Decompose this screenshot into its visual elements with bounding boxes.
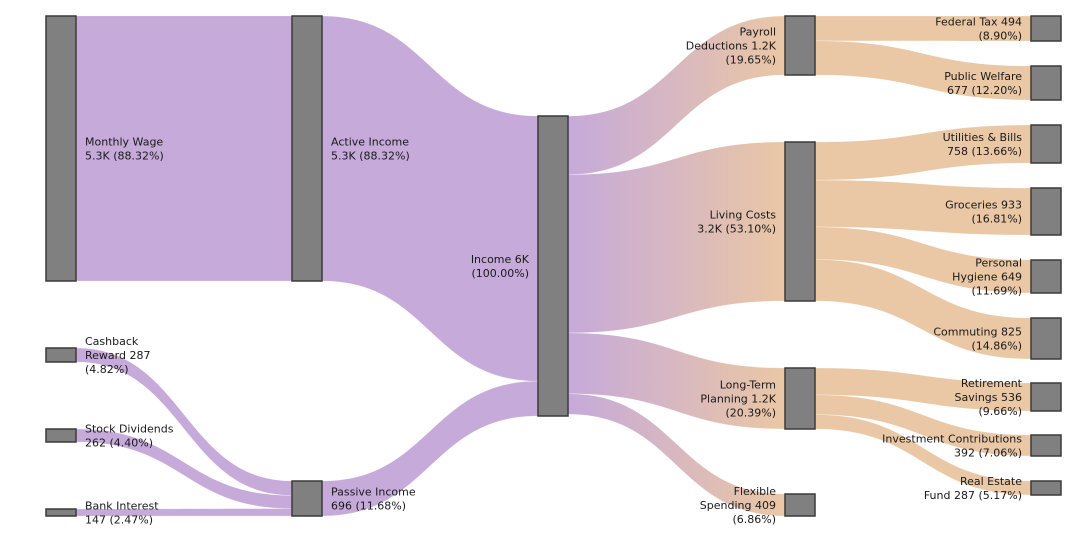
label-retirement-line: Savings 536 bbox=[955, 391, 1022, 404]
node-living[interactable] bbox=[784, 141, 816, 302]
label-investment-line: Investment Contributions bbox=[882, 433, 1022, 446]
label-monthly_wage-line: Monthly Wage bbox=[85, 136, 163, 149]
node-active_income[interactable] bbox=[291, 15, 323, 282]
label-groceries-line: Groceries 933 bbox=[945, 199, 1022, 212]
label-flexible-line: Flexible bbox=[734, 485, 777, 498]
label-public_welfare-line: 677 (12.20%) bbox=[947, 84, 1022, 97]
label-dividends-line: 262 (4.40%) bbox=[85, 437, 153, 450]
label-active_income-line: Active Income bbox=[331, 136, 409, 149]
node-public_welfare[interactable] bbox=[1030, 65, 1062, 101]
node-commuting[interactable] bbox=[1030, 317, 1062, 360]
label-hygiene-line: (11.69%) bbox=[971, 285, 1022, 298]
label-federal_tax: Federal Tax 494(8.90%) bbox=[935, 16, 1022, 43]
label-payroll-line: Payroll bbox=[739, 26, 776, 39]
label-dividends-line: Stock Dividends bbox=[85, 423, 174, 436]
label-utilities-line: 758 (13.66%) bbox=[947, 145, 1022, 158]
label-living-line: Living Costs bbox=[710, 209, 777, 222]
label-real_estate-line: Fund 287 (5.17%) bbox=[924, 489, 1022, 502]
node-payroll[interactable] bbox=[784, 15, 816, 76]
node-retirement[interactable] bbox=[1030, 382, 1062, 412]
label-federal_tax-line: Federal Tax 494 bbox=[935, 16, 1022, 29]
label-longterm-line: (20.39%) bbox=[725, 407, 776, 420]
label-bank_interest-line: Bank Interest bbox=[85, 500, 159, 513]
node-cashback[interactable] bbox=[45, 347, 77, 363]
label-real_estate-line: Real Estate bbox=[960, 475, 1022, 488]
label-living-line: 3.2K (53.10%) bbox=[697, 223, 776, 236]
node-longterm[interactable] bbox=[784, 367, 816, 430]
link-active_income-to-income bbox=[321, 15, 539, 382]
label-longterm-line: Planning 1.2K bbox=[700, 393, 776, 406]
node-monthly_wage[interactable] bbox=[45, 15, 77, 282]
label-hygiene-line: Personal bbox=[975, 257, 1022, 270]
node-dividends[interactable] bbox=[45, 428, 77, 443]
links-layer bbox=[75, 15, 1032, 517]
label-payroll-line: Deductions 1.2K bbox=[686, 40, 777, 53]
label-active_income-line: 5.3K (88.32%) bbox=[331, 150, 410, 163]
label-commuting: Commuting 825(14.86%) bbox=[933, 326, 1022, 353]
node-income[interactable] bbox=[537, 115, 569, 417]
label-income: Income 6K(100.00%) bbox=[471, 253, 530, 280]
node-real_estate[interactable] bbox=[1030, 480, 1062, 496]
label-retirement-line: (9.66%) bbox=[978, 405, 1022, 418]
node-investment[interactable] bbox=[1030, 434, 1062, 457]
label-cashback-line: Reward 287 bbox=[85, 349, 150, 362]
label-bank_interest-line: 147 (2.47%) bbox=[85, 514, 153, 527]
node-flexible[interactable] bbox=[784, 493, 816, 517]
label-commuting-line: (14.86%) bbox=[971, 340, 1022, 353]
node-groceries[interactable] bbox=[1030, 187, 1062, 236]
node-utilities[interactable] bbox=[1030, 124, 1062, 164]
label-longterm-line: Long-Term bbox=[720, 379, 776, 392]
label-income-line: Income 6K bbox=[471, 253, 530, 266]
label-monthly_wage-line: 5.3K (88.32%) bbox=[85, 150, 164, 163]
label-federal_tax-line: (8.90%) bbox=[978, 30, 1022, 43]
label-public_welfare-line: Public Welfare bbox=[944, 70, 1022, 83]
label-cashback-line: (4.82%) bbox=[85, 363, 129, 376]
link-monthly_wage-to-active_income bbox=[75, 15, 293, 282]
node-hygiene[interactable] bbox=[1030, 259, 1062, 294]
label-groceries: Groceries 933(16.81%) bbox=[945, 199, 1022, 226]
label-hygiene-line: Hygiene 649 bbox=[952, 271, 1022, 284]
label-investment-line: 392 (7.06%) bbox=[954, 447, 1022, 460]
label-passive_income-line: 696 (11.68%) bbox=[331, 500, 406, 513]
label-retirement-line: Retirement bbox=[961, 377, 1023, 390]
node-federal_tax[interactable] bbox=[1030, 15, 1062, 42]
label-cashback-line: Cashback bbox=[85, 335, 139, 348]
label-utilities-line: Utilities & Bills bbox=[943, 131, 1023, 144]
label-passive_income-line: Passive Income bbox=[331, 486, 416, 499]
label-groceries-line: (16.81%) bbox=[971, 213, 1022, 226]
label-income-line: (100.00%) bbox=[471, 267, 529, 280]
nodes-layer bbox=[45, 15, 1062, 517]
label-flexible-line: (6.86%) bbox=[732, 513, 776, 526]
label-commuting-line: Commuting 825 bbox=[933, 326, 1022, 339]
node-passive_income[interactable] bbox=[291, 480, 323, 517]
label-flexible-line: Spending 409 bbox=[700, 499, 776, 512]
label-payroll-line: (19.65%) bbox=[725, 54, 776, 67]
node-bank_interest[interactable] bbox=[45, 508, 77, 517]
